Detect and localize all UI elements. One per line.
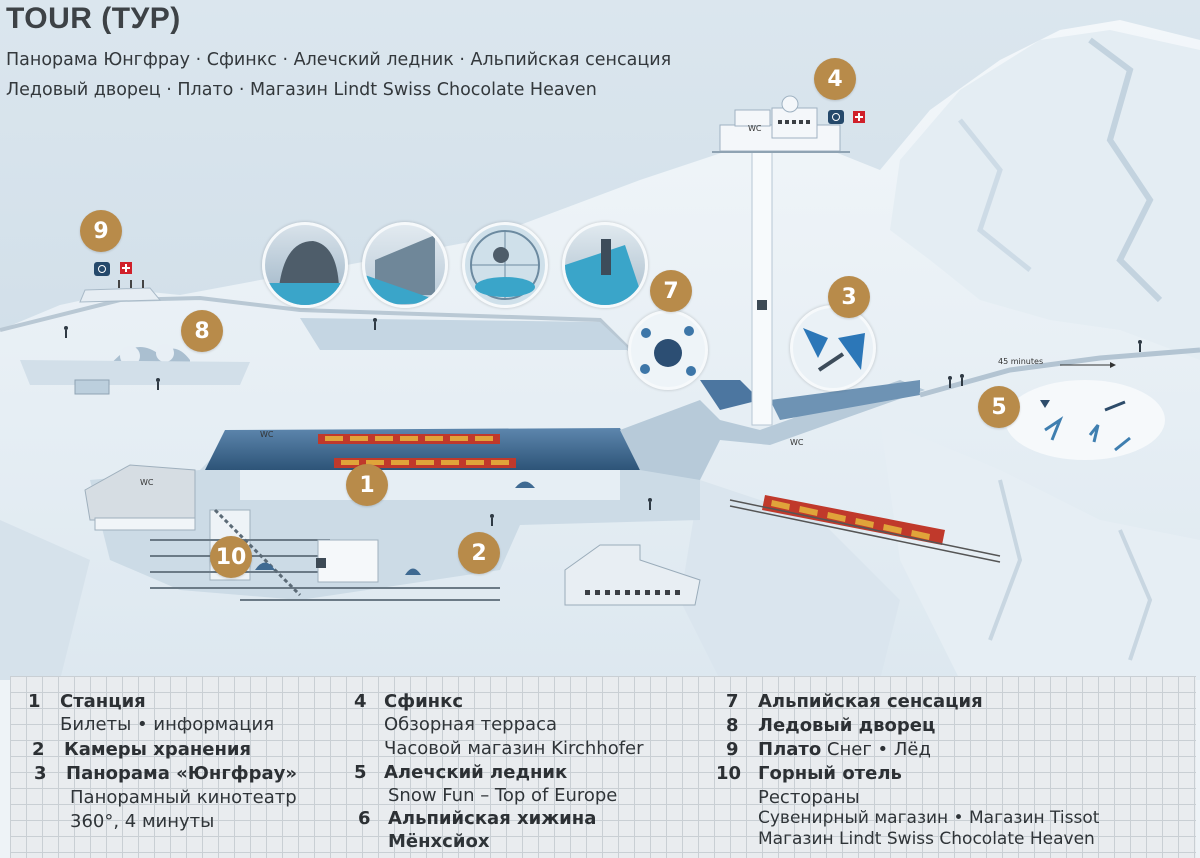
snow-fun-area	[1005, 380, 1165, 460]
skier-icon	[1104, 400, 1126, 412]
wc-icon: WC	[748, 124, 762, 133]
legend-item-10-detail: Магазин Lindt Swiss Chocolate Heaven	[758, 829, 1095, 849]
wc-icon: WC	[790, 438, 804, 447]
marker-7[interactable]: 7	[650, 270, 692, 312]
corridor-vignette	[362, 222, 448, 308]
legend-item-10: 10 Горный отель	[716, 763, 902, 784]
legend-item-10-detail: Рестораны	[758, 787, 860, 808]
legend-item-9: 9 Плато Снег • Лёд	[726, 739, 931, 760]
marker-5[interactable]: 5	[978, 386, 1020, 428]
legend-item-3: 3 Панорама «Юнгфрау»	[34, 763, 298, 784]
subtitle-line-2: Ледовый дворец · Плато · Магазин Lindt S…	[6, 80, 597, 100]
legend-item-3-detail: 360°, 4 минуты	[70, 811, 215, 832]
elevator-icon	[757, 300, 767, 310]
marker-2[interactable]: 2	[458, 532, 500, 574]
marker-3[interactable]: 3	[828, 276, 870, 318]
subtitle-line-1: Панорама Юнгфрау · Сфинкс · Алечский лед…	[6, 50, 672, 70]
legend-item-1: 1 Станция	[28, 691, 146, 712]
hall-vignette	[562, 222, 648, 308]
legend-item-5: 5 Алечский ледник	[354, 762, 568, 783]
wc-icon: WC	[260, 430, 274, 439]
map-illustration: TOUR (ТУР) Панорама Юнгфрау · Сфинкс · А…	[0, 0, 1200, 680]
legend-item-5-detail: Snow Fun – Top of Europe	[388, 785, 618, 806]
ice-palace	[20, 344, 250, 395]
legend-item-4-detail: Обзорная терраса	[384, 714, 557, 735]
train-icon	[318, 434, 516, 468]
marker-9[interactable]: 9	[80, 210, 122, 252]
page-title: TOUR (ТУР)	[6, 2, 181, 35]
swiss-flag-icon	[853, 111, 865, 123]
snow-fun-vignette	[790, 305, 876, 391]
marker-4[interactable]: 4	[814, 58, 856, 100]
research-station	[564, 544, 701, 606]
legend-item-4: 4 Сфинкс	[354, 691, 464, 712]
legend-item-3-detail: Панорамный кинотеатр	[70, 787, 297, 808]
panorama-vignette	[462, 222, 548, 308]
skier-icon	[1114, 436, 1131, 452]
train-icon	[729, 495, 1001, 563]
legend-item-4-detail: Часовой магазин Kirchhofer	[384, 738, 644, 759]
mountain-scene	[0, 0, 1200, 680]
camera-icon	[94, 262, 110, 276]
marker-10[interactable]: 10	[210, 536, 252, 578]
trail-duration-label: 45 minutes	[998, 357, 1044, 366]
skier-icon	[1044, 416, 1064, 441]
wc-icon: WC	[140, 478, 154, 487]
tunnel-vignette	[262, 222, 348, 308]
legend-item-7: 7 Альпийская сенсация	[726, 691, 983, 712]
hiker-icon	[64, 318, 1142, 526]
legend-item-2: 2 Камеры хранения	[32, 739, 252, 760]
legend-item-10-detail: Сувенирный магазин • Магазин Tissot	[758, 808, 1100, 828]
skier-icon	[1040, 400, 1050, 408]
legend-item-8: 8 Ледовый дворец	[726, 715, 936, 736]
legend-item-6: 6 Альпийская хижина	[358, 808, 597, 829]
marker-1[interactable]: 1	[346, 464, 388, 506]
skier-icon	[1088, 424, 1100, 443]
alpine-sensation-vignette	[628, 310, 708, 390]
camera-icon	[828, 110, 844, 124]
legend-item-1-detail: Билеты • информация	[60, 714, 275, 735]
legend-item-6-detail: Мёнхсйох	[388, 831, 490, 852]
marker-8[interactable]: 8	[181, 310, 223, 352]
swiss-flag-icon	[120, 262, 132, 274]
legend-panel: 1 Станция Билеты • информация 2 Камеры х…	[10, 676, 1196, 858]
sphinx-observatory	[712, 95, 850, 153]
elevator-icon	[316, 558, 326, 568]
